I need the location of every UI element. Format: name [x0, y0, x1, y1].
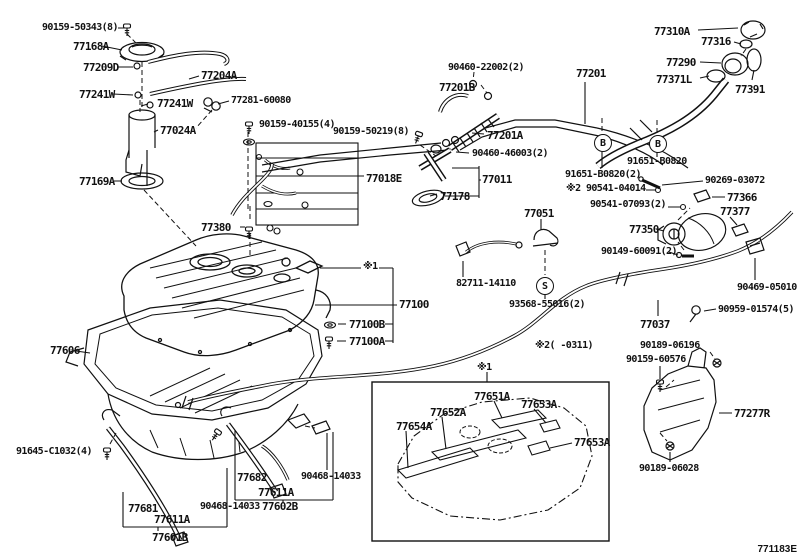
part-label-77391: 77391	[735, 83, 765, 96]
part-label-77100a: 77100A	[349, 335, 385, 348]
part-label-77178: 77178	[440, 190, 470, 203]
filler-neck-drawing	[595, 20, 766, 170]
part-label-77201: 77201	[576, 67, 606, 80]
part-label-77100: 77100	[399, 298, 429, 311]
fuel-pipes-drawing	[230, 79, 689, 216]
part-label-77168a: 77168A	[73, 40, 109, 53]
part-label-90460220022: 90460-22002(2)	[448, 62, 524, 73]
callout-box-77018e	[255, 142, 359, 226]
part-label-77682: 77682	[237, 471, 267, 484]
part-label-7728160080: 77281-60080	[231, 95, 291, 106]
part-label-77611a: 77611A	[258, 486, 294, 499]
part-label-77377: 77377	[720, 205, 750, 218]
part-label-9015960576: 90159-60576	[626, 354, 686, 365]
part-label-8271114110: 82711-14110	[456, 278, 516, 289]
part-label-77654a: 77654A	[396, 420, 432, 433]
part-label-77653a: 77653A	[574, 436, 610, 449]
callout-letter-b: B	[649, 135, 667, 153]
part-label-77653a: 77653A	[521, 398, 557, 411]
part-label-77037: 77037	[640, 318, 670, 331]
part-label-77611a: 77611A	[154, 513, 190, 526]
part-label-90959015745: 90959-01574(5)	[718, 304, 794, 315]
part-label-91645c10324: 91645-C1032(4)	[16, 446, 92, 457]
part-label-77366: 77366	[727, 191, 757, 204]
part-label-93568550162: 93568-55016(2)	[509, 299, 585, 310]
fuel-tank-drawing	[121, 233, 337, 357]
fuel-lid-cable-drawing	[174, 176, 794, 411]
part-label-77201b: 77201B	[439, 81, 475, 94]
part-label-77651a: 77651A	[474, 390, 510, 403]
part-label-9046905010: 90469-05010	[737, 282, 797, 293]
part-label-77169a: 77169A	[79, 175, 115, 188]
part-label-9046814033: 90468-14033	[200, 501, 260, 512]
tank-band-drawings	[101, 406, 331, 547]
part-label-77051: 77051	[524, 207, 554, 220]
inset-tank-top-view	[371, 381, 610, 542]
part-label-91651b08202: 91651-B0820(2)	[565, 169, 641, 180]
part-label-77316: 77316	[701, 35, 731, 48]
leader-lines	[75, 27, 756, 531]
part-label-9018906196: 90189-06196	[640, 340, 700, 351]
part-label-90159502198: 90159-50219(8)	[333, 126, 409, 137]
part-label-29054104014: ※2 90541-04014	[566, 183, 646, 194]
callout-letter-s: S	[536, 277, 554, 295]
part-label-77241w: 77241W	[157, 97, 193, 110]
dashed-lines	[109, 33, 747, 445]
part-label-90159401554: 90159-40155(4)	[259, 119, 335, 130]
part-label-20311: ※2( -0311)	[535, 340, 594, 351]
part-label-9018906028: 90189-06028	[639, 463, 699, 474]
part-label-77100b: 77100B	[349, 318, 385, 331]
part-label-77024a: 77024A	[160, 124, 196, 137]
part-label-90541070932: 90541-07093(2)	[590, 199, 666, 210]
part-label-77350: 77350	[629, 223, 659, 236]
part-label-77310a: 77310A	[654, 25, 690, 38]
part-label-77277r: 77277R	[734, 407, 770, 420]
part-label-77371l: 77371L	[656, 73, 692, 86]
part-label-77681: 77681	[128, 502, 158, 515]
part-label-77290: 77290	[666, 56, 696, 69]
part-label-77602b: 77602B	[262, 500, 298, 513]
part-label-77011: 77011	[482, 173, 512, 186]
part-label-90149600912: 90149-60091(2)	[601, 246, 677, 257]
part-label-77204a: 77204A	[201, 69, 237, 82]
part-label-77018e: 77018E	[366, 172, 402, 185]
callout-letter-b: B	[594, 134, 612, 152]
part-label-90159503438: 90159-50343(8)	[42, 22, 118, 33]
part-label-9046814033: 90468-14033	[301, 471, 361, 482]
part-label-90460460032: 90460-46003(2)	[472, 148, 548, 159]
part-label-77241w: 77241W	[79, 88, 115, 101]
part-label-77652a: 77652A	[430, 406, 466, 419]
part-label-77601b: 77601B	[152, 531, 188, 544]
drawing-code: 771183E	[757, 544, 798, 555]
part-label-77606: 77606	[50, 344, 80, 357]
part-label-1: ※1	[363, 261, 378, 272]
part-label-1: ※1	[477, 362, 492, 373]
part-label-91651b0820: 91651-B0820	[627, 156, 687, 167]
part-label-77380: 77380	[201, 221, 231, 234]
part-label-77209d: 77209D	[83, 61, 119, 74]
filler-shield-drawing	[643, 347, 722, 461]
skid-plate-drawing	[65, 299, 323, 461]
part-label-9026903072: 90269-03072	[705, 175, 765, 186]
part-label-77201a: 77201A	[487, 129, 523, 142]
